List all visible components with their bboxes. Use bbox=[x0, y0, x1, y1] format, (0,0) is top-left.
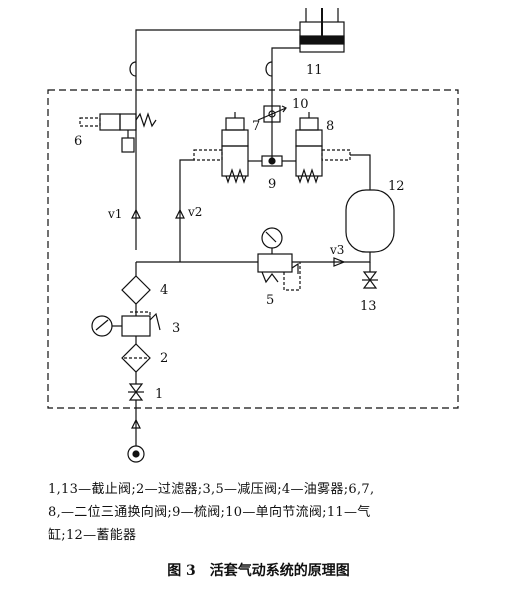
shuttle-valve bbox=[261, 155, 283, 167]
branch-line-v2 bbox=[179, 159, 194, 262]
flow-arrow-v1 bbox=[131, 208, 141, 219]
component-legend: 1,13—截止阀;2—过滤器;3,5—减压阀;4—油雾器;6,7, 8,—二位三… bbox=[48, 478, 478, 547]
directional-valve-8 bbox=[295, 112, 351, 184]
cylinder-supply-line bbox=[135, 29, 300, 250]
filter bbox=[121, 343, 151, 373]
air-source bbox=[127, 445, 145, 463]
lubricator bbox=[121, 275, 151, 305]
shutoff-valve-1 bbox=[128, 383, 144, 401]
label-v1: v1 bbox=[107, 207, 122, 221]
line-crossing-2 bbox=[265, 61, 273, 77]
flow-arrow-supply bbox=[131, 418, 141, 429]
shutoff-valve-13 bbox=[362, 262, 378, 289]
legend-line-3: 缸;12—蓄能器 bbox=[48, 528, 137, 543]
label-v2: v2 bbox=[187, 205, 202, 219]
label-12: 12 bbox=[388, 179, 405, 194]
one-way-throttle-valve bbox=[257, 105, 287, 123]
label-8: 8 bbox=[326, 119, 334, 134]
label-10: 10 bbox=[292, 97, 309, 112]
accumulator bbox=[345, 189, 395, 253]
pressure-reducing-valve-5 bbox=[257, 227, 299, 284]
label-11: 11 bbox=[306, 63, 323, 78]
flow-arrow-v3 bbox=[333, 257, 346, 267]
legend-line-1: 1,13—截止阀;2—过滤器;3,5—减压阀;4—油雾器;6,7, bbox=[48, 482, 375, 497]
label-v3: v3 bbox=[329, 243, 344, 257]
cylinder bbox=[299, 8, 345, 53]
label-1: 1 bbox=[155, 387, 163, 402]
cylinder-return-line bbox=[271, 47, 300, 160]
pressure-reducing-valve-3 bbox=[91, 311, 161, 337]
label-7: 7 bbox=[252, 119, 260, 134]
figure-caption: 图 3 活套气动系统的原理图 bbox=[167, 563, 350, 579]
label-4: 4 bbox=[160, 283, 168, 298]
accumulator-line-top bbox=[350, 154, 371, 190]
label-13: 13 bbox=[360, 299, 377, 314]
pilot-line-5 bbox=[283, 262, 301, 291]
label-5: 5 bbox=[266, 293, 274, 308]
directional-valve-7 bbox=[193, 112, 249, 184]
label-6: 6 bbox=[74, 134, 82, 149]
pneumatic-circuit-diagram: 1 2 3 4 5 6 7 8 9 10 11 12 13 v1 v2 v3 bbox=[47, 8, 459, 463]
legend-line-2: 8,—二位三通换向阀;9—梳阀;10—单向节流阀;11—气 bbox=[48, 505, 371, 520]
system-boundary bbox=[47, 89, 459, 409]
line-crossing bbox=[129, 61, 137, 77]
flow-arrow-v2 bbox=[175, 208, 185, 219]
label-3: 3 bbox=[172, 321, 180, 336]
directional-valve-6 bbox=[79, 112, 157, 153]
label-9: 9 bbox=[268, 177, 276, 192]
label-2: 2 bbox=[160, 351, 168, 366]
